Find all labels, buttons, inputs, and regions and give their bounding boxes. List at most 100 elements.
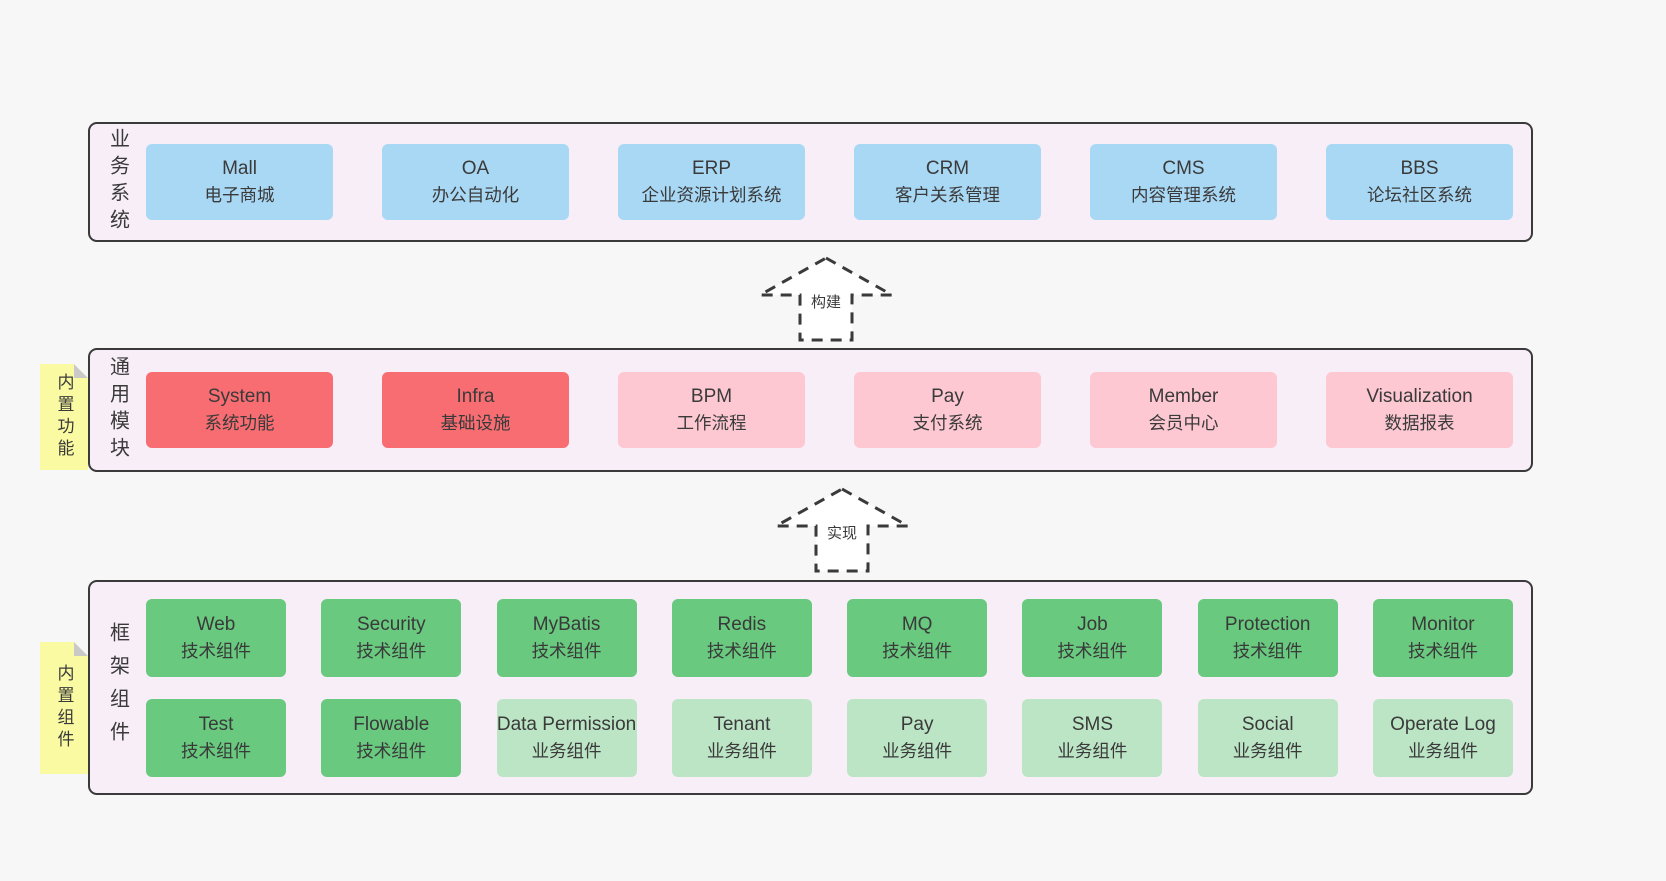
box-mybatis: MyBatis 技术组件 [496, 598, 637, 677]
box-subtitle: 内容管理系统 [1131, 185, 1236, 206]
box-subtitle: 论坛社区系统 [1367, 185, 1472, 206]
box-title: Pay [931, 386, 964, 408]
box-redis: Redis 技术组件 [671, 598, 812, 677]
box-title: Data Permission [496, 713, 637, 735]
box-subtitle: 基础设施 [440, 413, 511, 434]
box-bbs: BBS 论坛社区系统 [1326, 144, 1513, 220]
box-flowable: Flowable 技术组件 [321, 698, 462, 777]
box-web: Web 技术组件 [146, 598, 286, 677]
box-title: ERP [691, 158, 732, 180]
panel-label-common-modules: 通用模块 [90, 350, 146, 470]
box-title: Protection [1224, 613, 1311, 635]
box-erp: ERP 企业资源计划系统 [618, 144, 805, 220]
panel-label-text: 业务系统 [106, 128, 129, 236]
box-title: CRM [925, 158, 970, 180]
box-subtitle: 技术组件 [181, 640, 251, 661]
box-subtitle: 工作流程 [676, 413, 747, 434]
note-built-in-features: 内置功能 [40, 364, 88, 470]
box-row: Mall 电子商城 OA 办公自动化 ERP 企业资源计划系统 CRM 客户关系管理 CMS 内容… [146, 144, 1513, 220]
box-title: Operate Log [1390, 713, 1496, 735]
box-subtitle: 业务组件 [706, 740, 777, 761]
box-subtitle: 企业资源计划系统 [641, 185, 782, 206]
box-title: Redis [717, 613, 767, 635]
box-title: Web [196, 613, 236, 635]
box-mq: MQ 技术组件 [847, 598, 988, 677]
box-title: CMS [1162, 158, 1205, 180]
box-title: MQ [901, 613, 933, 635]
note-text: 内置组件 [54, 664, 74, 752]
box-subtitle: 技术组件 [1407, 640, 1478, 661]
box-title: OA [461, 158, 490, 180]
box-visualization: Visualization 数据报表 [1326, 372, 1513, 448]
box-monitor: Monitor 技术组件 [1372, 598, 1513, 677]
box-title: Security [356, 613, 426, 635]
panel-label-framework-components: 框架组件 [90, 582, 146, 793]
implement-arrow: 实现 [772, 486, 912, 574]
box-protection: Protection 技术组件 [1197, 598, 1338, 677]
build-arrow-label: 构建 [807, 291, 845, 312]
box-security: Security 技术组件 [321, 598, 462, 677]
box-subtitle: 技术组件 [356, 640, 427, 661]
box-title: Tenant [713, 713, 771, 735]
box-title: Monitor [1411, 613, 1475, 635]
box-subtitle: 技术组件 [1232, 640, 1303, 661]
panel-label-text: 框架组件 [106, 621, 129, 754]
box-title: Visualization [1366, 386, 1473, 408]
box-subtitle: 电子商城 [204, 185, 275, 206]
box-title: MyBatis [532, 613, 601, 635]
box-oa: OA 办公自动化 [382, 144, 569, 220]
box-subtitle: 办公自动化 [431, 185, 520, 206]
panel-label-text: 通用模块 [106, 356, 129, 464]
box-subtitle: 技术组件 [706, 640, 777, 661]
box-subtitle: 业务组件 [1407, 740, 1478, 761]
box-subtitle: 技术组件 [181, 740, 251, 761]
box-pay: Pay 业务组件 [847, 698, 988, 777]
box-subtitle: 技术组件 [356, 740, 427, 761]
box-subtitle: 技术组件 [882, 640, 953, 661]
box-bpm: BPM 工作流程 [618, 372, 805, 448]
box-subtitle: 支付系统 [912, 413, 983, 434]
box-title: Member [1148, 386, 1219, 408]
box-job: Job 技术组件 [1022, 598, 1163, 677]
box-mall: Mall 电子商城 [146, 144, 333, 220]
box-subtitle: 数据报表 [1384, 413, 1455, 434]
note-built-in-components: 内置组件 [40, 642, 88, 774]
box-title: BBS [1400, 158, 1439, 180]
folded-corner-icon [74, 364, 88, 378]
box-subtitle: 技术组件 [531, 640, 602, 661]
panel-rows: Mall 电子商城 OA 办公自动化 ERP 企业资源计划系统 CRM 客户关系管理 CMS 内容… [146, 124, 1531, 240]
box-pay: Pay 支付系统 [854, 372, 1041, 448]
box-title: SMS [1071, 713, 1113, 735]
box-title: Pay [900, 713, 934, 735]
box-title: Mall [222, 158, 257, 180]
box-title: Test [198, 713, 234, 735]
box-subtitle: 业务组件 [1057, 740, 1128, 761]
box-subtitle: 系统功能 [204, 413, 275, 434]
box-title: Job [1077, 613, 1108, 635]
box-test: Test 技术组件 [146, 698, 286, 777]
note-text: 内置功能 [54, 373, 74, 461]
box-title: BPM [690, 386, 733, 408]
box-sms: SMS 业务组件 [1022, 698, 1163, 777]
box-subtitle: 客户关系管理 [895, 185, 1000, 206]
box-operate-log: Operate Log 业务组件 [1372, 698, 1513, 777]
box-subtitle: 业务组件 [882, 740, 953, 761]
box-subtitle: 技术组件 [1057, 640, 1128, 661]
box-subtitle: 业务组件 [1232, 740, 1303, 761]
build-arrow: 构建 [756, 255, 896, 343]
box-title: Flowable [353, 713, 430, 735]
box-cms: CMS 内容管理系统 [1090, 144, 1277, 220]
